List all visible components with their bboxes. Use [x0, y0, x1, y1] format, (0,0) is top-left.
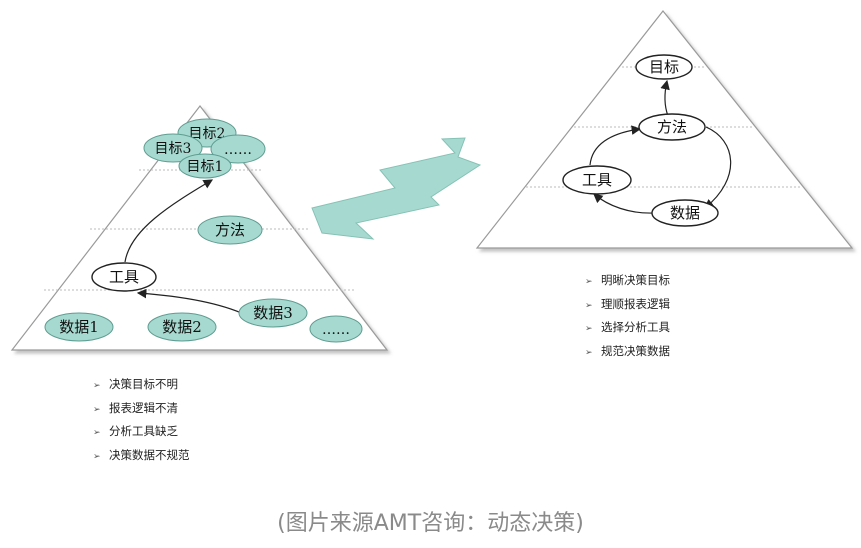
bullet-arrow-icon: ➢ — [93, 381, 101, 391]
svg-text:数据1: 数据1 — [59, 318, 99, 336]
list-item: ➢规范决策数据 — [585, 340, 670, 364]
left-tool-node: 工具 — [91, 262, 157, 292]
svg-text:工具: 工具 — [109, 268, 139, 286]
right-method-node: 方法 — [638, 113, 706, 141]
right-arrow-method-to-data — [704, 126, 732, 209]
list-item: ➢选择分析工具 — [585, 316, 670, 340]
left-goal3-node: 目标3 — [143, 133, 203, 163]
right-data-node: 数据 — [651, 199, 719, 227]
left-arrow-tool-to-goal — [124, 179, 214, 263]
bullet-arrow-icon: ➢ — [93, 451, 101, 462]
svg-text:目标2: 目标2 — [189, 126, 226, 142]
bullet-arrow-icon: ➢ — [585, 324, 593, 334]
image-caption: (图片来源AMT咨询：动态决策) — [277, 511, 584, 536]
left-data2-node: 数据2 — [147, 312, 217, 342]
svg-text:目标1: 目标1 — [187, 159, 224, 175]
left-arrow-data-to-tool — [136, 288, 247, 316]
svg-text:数据2: 数据2 — [162, 318, 202, 336]
bullet-arrow-icon: ➢ — [93, 404, 101, 415]
bullet-arrow-icon: ➢ — [585, 277, 593, 287]
left-goal-more-node: …… — [210, 134, 266, 164]
svg-text:方法: 方法 — [657, 118, 687, 136]
list-item: ➢理顺报表逻辑 — [585, 293, 670, 317]
left-problem-list: ➢决策目标不明 ➢报表逻辑不清 ➢分析工具缺乏 ➢决策数据不规范 — [93, 373, 190, 467]
list-item: ➢决策目标不明 — [93, 373, 190, 397]
bullet-arrow-icon: ➢ — [585, 347, 593, 358]
list-item: ➢明晰决策目标 — [585, 269, 670, 293]
svg-text:……: …… — [322, 322, 350, 338]
left-data3-node: 数据3 — [238, 298, 308, 328]
right-tool-node: 工具 — [562, 165, 632, 195]
left-method-node: 方法 — [197, 215, 263, 245]
svg-text:方法: 方法 — [215, 221, 245, 239]
right-solution-list: ➢明晰决策目标 ➢理顺报表逻辑 ➢选择分析工具 ➢规范决策数据 — [585, 269, 670, 363]
bullet-arrow-icon: ➢ — [585, 300, 593, 311]
right-arrow-data-to-tool — [593, 193, 655, 214]
right-arrow-tool-to-method — [589, 125, 642, 166]
svg-text:目标3: 目标3 — [155, 141, 192, 157]
transformation-arrow — [311, 137, 482, 240]
svg-text:数据3: 数据3 — [253, 304, 293, 322]
svg-text:……: …… — [224, 142, 252, 158]
left-data1-node: 数据1 — [44, 312, 114, 342]
right-goal-node: 目标 — [635, 54, 693, 80]
svg-text:数据: 数据 — [670, 204, 700, 222]
left-pyramid: 目标2 目标3 …… 目标1 方法 工具 数据1 数据2 — [10, 105, 389, 351]
list-item: ➢决策数据不规范 — [93, 444, 190, 468]
list-item: ➢报表逻辑不清 — [93, 397, 190, 421]
bullet-arrow-icon: ➢ — [93, 428, 101, 438]
left-goal1-node: 目标1 — [178, 153, 232, 179]
svg-text:工具: 工具 — [582, 171, 612, 189]
svg-text:目标: 目标 — [649, 58, 679, 76]
right-arrow-method-to-goal — [660, 79, 670, 117]
list-item: ➢分析工具缺乏 — [93, 420, 190, 444]
right-pyramid: 目标 方法 工具 数据 — [475, 10, 854, 249]
left-data-more-node: …… — [309, 315, 363, 343]
